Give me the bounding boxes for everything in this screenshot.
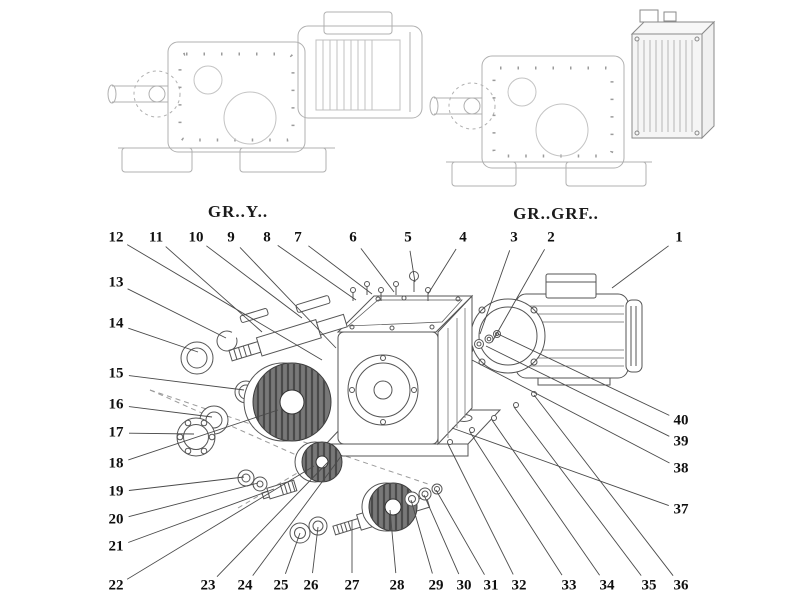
leader-line-40 bbox=[497, 333, 670, 416]
leader-line-10 bbox=[206, 245, 303, 319]
leader-line-4 bbox=[427, 248, 457, 295]
callout-23: 23 bbox=[200, 577, 216, 594]
leader-line-25 bbox=[284, 532, 301, 574]
callout-7: 7 bbox=[294, 229, 302, 246]
callout-6: 6 bbox=[349, 229, 357, 246]
callout-9: 9 bbox=[227, 229, 235, 246]
callout-29: 29 bbox=[428, 577, 444, 594]
callout-30: 30 bbox=[456, 577, 472, 594]
callout-25: 25 bbox=[273, 577, 289, 594]
gearbox-housing-drawing bbox=[336, 294, 474, 446]
callout-1: 1 bbox=[675, 229, 683, 246]
base-bolts-drawing bbox=[447, 391, 537, 445]
leader-line-3 bbox=[479, 250, 511, 335]
leader-line-2 bbox=[491, 249, 545, 343]
input-shaft-drawing bbox=[228, 295, 348, 362]
callout-33: 33 bbox=[561, 577, 577, 594]
callout-13: 13 bbox=[108, 274, 124, 291]
callout-8: 8 bbox=[263, 229, 271, 246]
callout-18: 18 bbox=[108, 455, 124, 472]
leader-line-14 bbox=[128, 327, 199, 353]
callout-38: 38 bbox=[673, 460, 689, 477]
callout-19: 19 bbox=[108, 483, 124, 500]
output-shaft-drawing bbox=[289, 482, 443, 544]
callout-21: 21 bbox=[108, 538, 124, 555]
leader-line-9 bbox=[239, 247, 337, 349]
leader-line-17 bbox=[128, 432, 195, 435]
leader-line-39 bbox=[485, 345, 670, 437]
leader-line-11 bbox=[165, 246, 263, 333]
leader-line-31 bbox=[435, 489, 485, 575]
leader-line-15 bbox=[128, 375, 245, 391]
leader-line-7 bbox=[308, 245, 373, 295]
callout-32: 32 bbox=[511, 577, 527, 594]
leader-line-35 bbox=[513, 406, 642, 576]
leader-line-8 bbox=[277, 245, 357, 301]
callout-17: 17 bbox=[108, 424, 124, 441]
leader-line-30 bbox=[423, 494, 460, 575]
callout-5: 5 bbox=[404, 229, 412, 246]
leader-line-23 bbox=[216, 459, 331, 578]
callout-15: 15 bbox=[108, 365, 124, 382]
leader-line-18 bbox=[128, 409, 279, 461]
callout-39: 39 bbox=[673, 433, 689, 450]
callout-27: 27 bbox=[344, 577, 360, 594]
leader-line-24 bbox=[252, 454, 343, 576]
leader-line-33 bbox=[469, 431, 563, 576]
leader-line-1 bbox=[611, 245, 669, 289]
leader-line-37 bbox=[451, 427, 669, 507]
callout-10: 10 bbox=[188, 229, 204, 246]
callout-20: 20 bbox=[108, 511, 124, 528]
leader-line-38 bbox=[471, 359, 670, 464]
callout-31: 31 bbox=[483, 577, 499, 594]
callout-12: 12 bbox=[108, 229, 124, 246]
callout-14: 14 bbox=[108, 315, 124, 332]
leader-line-13 bbox=[127, 288, 227, 339]
model-label-gr-grf: GR..GRF.. bbox=[513, 204, 599, 223]
callout-26: 26 bbox=[303, 577, 319, 594]
callout-11: 11 bbox=[148, 229, 164, 246]
callout-2: 2 bbox=[547, 229, 555, 246]
leader-line-6 bbox=[360, 248, 395, 293]
model-label-gr-y: GR..Y.. bbox=[207, 202, 269, 221]
callout-36: 36 bbox=[673, 577, 689, 594]
leader-line-20 bbox=[128, 482, 259, 518]
callout-37: 37 bbox=[673, 501, 689, 518]
leader-line-36 bbox=[533, 394, 674, 576]
intermediate-parts-drawing bbox=[237, 441, 343, 500]
exploded-view-drawing bbox=[126, 244, 674, 580]
callout-28: 28 bbox=[389, 577, 405, 594]
leader-line-12 bbox=[126, 244, 323, 361]
motor-drawing bbox=[470, 273, 643, 386]
leader-line-32 bbox=[447, 443, 514, 575]
gearmotor-view-gr-y bbox=[107, 11, 423, 173]
callout-16: 16 bbox=[108, 396, 124, 413]
leader-line-16 bbox=[128, 406, 213, 418]
leader-line-5 bbox=[409, 250, 416, 283]
leader-line-29 bbox=[410, 499, 433, 574]
callout-4: 4 bbox=[459, 229, 467, 246]
leader-line-26 bbox=[312, 526, 319, 574]
leader-line-19 bbox=[128, 476, 245, 491]
callout-3: 3 bbox=[510, 229, 518, 246]
callout-40: 40 bbox=[673, 412, 689, 429]
callout-22: 22 bbox=[108, 577, 124, 594]
leader-line-28 bbox=[389, 509, 397, 574]
gearmotor-view-gr-grf bbox=[429, 9, 716, 187]
leader-line-21 bbox=[128, 488, 275, 543]
callout-24: 24 bbox=[237, 577, 253, 594]
leader-line-22 bbox=[126, 465, 315, 580]
callout-leader-lines bbox=[126, 244, 674, 580]
callout-34: 34 bbox=[599, 577, 615, 594]
callout-35: 35 bbox=[641, 577, 657, 594]
leader-line-34 bbox=[491, 419, 600, 576]
big-gear-drawing bbox=[243, 362, 332, 442]
